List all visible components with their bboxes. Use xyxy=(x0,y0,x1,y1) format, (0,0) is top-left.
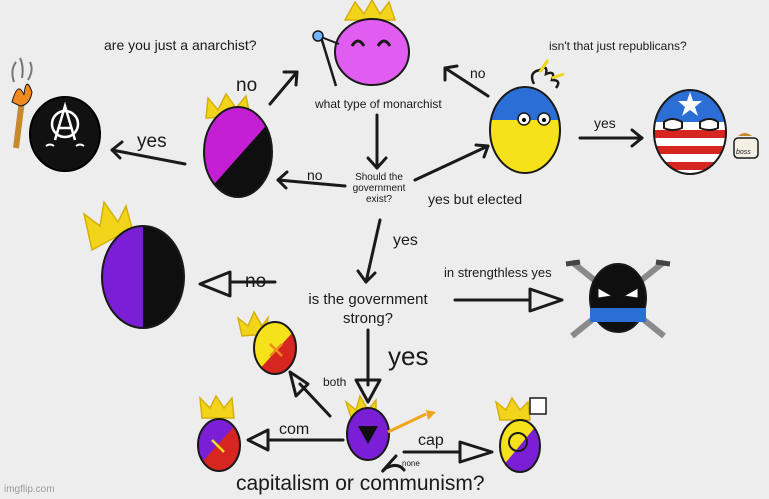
mug-icon xyxy=(733,137,759,159)
scepter-icon xyxy=(320,36,340,45)
crown-icon xyxy=(343,0,397,21)
usa-ball xyxy=(653,89,759,175)
pink-monarchy-ball xyxy=(312,0,410,87)
anarchy-symbol-icon xyxy=(50,109,80,139)
strengthless-gov-ball xyxy=(565,259,671,339)
no-strong-gov-ball xyxy=(82,200,185,329)
boss-label: boss xyxy=(736,149,751,156)
crown-icon xyxy=(494,396,531,421)
arrows xyxy=(110,64,644,473)
yes-label-right: yes xyxy=(594,115,616,131)
cap-label: cap xyxy=(418,432,444,449)
com-label: com xyxy=(279,421,310,438)
gov-exist-question: Should the government exist? xyxy=(352,172,406,205)
no-label-top-left: no xyxy=(236,75,258,96)
anarchy-ball xyxy=(11,57,101,172)
torch-icon xyxy=(13,99,25,149)
crown-icon xyxy=(82,200,133,252)
anarchist-question: are you just a anarchist? xyxy=(104,37,257,53)
yes-but-elected-label: yes but elected xyxy=(428,191,523,207)
yes-big-label: yes xyxy=(388,341,429,371)
none-label: none xyxy=(402,459,420,468)
republicans-question: isn't that just republicans? xyxy=(549,39,687,53)
no-label-top-right: no xyxy=(470,65,486,81)
no-label-mid: no xyxy=(307,167,323,183)
in-strengthless-label: in strengthless yes xyxy=(444,265,552,280)
cap-or-com-ball xyxy=(344,394,436,461)
crown-icon xyxy=(530,66,560,89)
yes-label-after-exist: yes xyxy=(393,232,418,249)
both-label: both xyxy=(323,375,347,389)
com-ball xyxy=(197,394,241,472)
elected-monarchy-ball xyxy=(489,59,565,174)
no-label-strong: no xyxy=(245,271,267,292)
both-ball xyxy=(236,310,297,375)
dollar-bill-icon xyxy=(529,397,547,415)
anarcho-monarchy-ball xyxy=(203,92,273,198)
gov-strong-question: is the government strong? xyxy=(308,291,428,327)
cap-or-com-question: capitalism or communism? xyxy=(236,472,485,495)
watermark: imgflip.com xyxy=(4,484,55,495)
cap-ball xyxy=(494,396,547,473)
monarchist-type-label: what type of monarchist xyxy=(315,97,442,111)
crown-icon xyxy=(199,394,235,419)
yes-label-left: yes xyxy=(137,131,167,152)
